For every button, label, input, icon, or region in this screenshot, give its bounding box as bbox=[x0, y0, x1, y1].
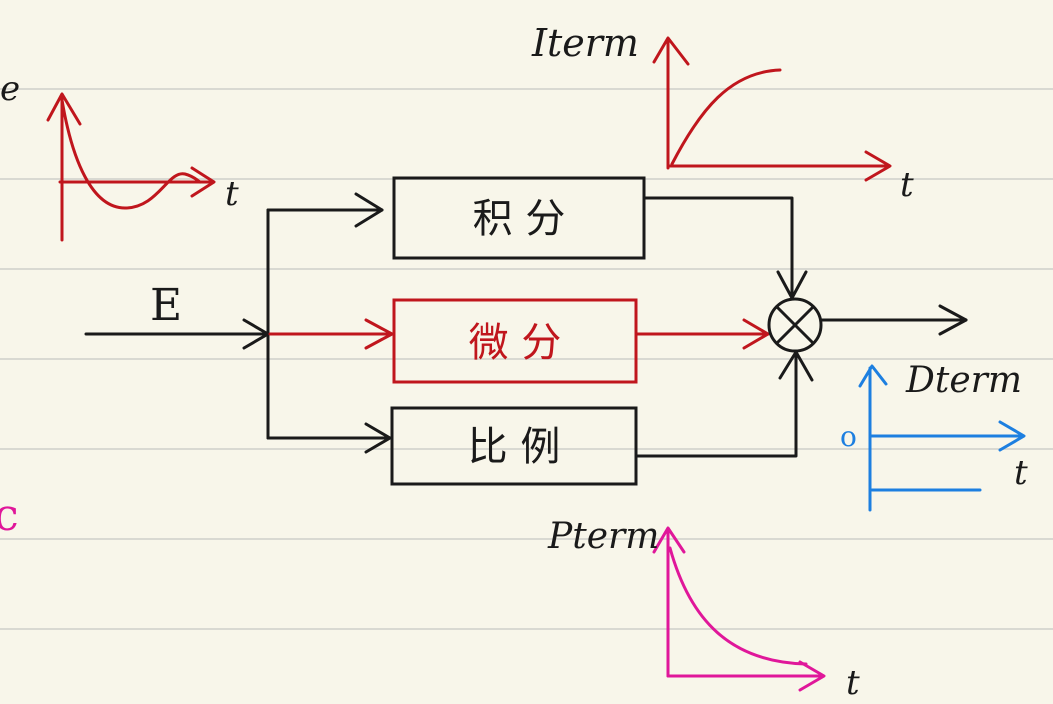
p-term-x-arrowhead bbox=[798, 660, 826, 692]
p-term-x-label: t bbox=[846, 663, 860, 703]
error-y-arrowhead bbox=[46, 92, 82, 126]
i-term-x-arrowhead bbox=[864, 150, 892, 182]
d-term-origin-label: o bbox=[840, 420, 857, 453]
integral-block-label: 积 分 bbox=[473, 196, 566, 242]
derivative-block-label: 微 分 bbox=[469, 320, 562, 366]
error-x-arrowhead bbox=[190, 166, 216, 198]
d-term-y-arrowhead bbox=[858, 364, 888, 388]
p-term-y-arrowhead bbox=[652, 526, 686, 554]
i-term-curve bbox=[670, 68, 782, 166]
input-label: E bbox=[150, 280, 182, 331]
i-term-y-arrowhead bbox=[652, 36, 690, 66]
d-term-x-label: t bbox=[1014, 453, 1028, 493]
to-derivative-arrowhead bbox=[364, 318, 394, 350]
p-term-curve bbox=[668, 546, 808, 666]
i-term-plot bbox=[652, 36, 892, 182]
p-term-plot bbox=[652, 526, 826, 692]
stray-mark: c bbox=[0, 490, 19, 541]
proportional-block bbox=[390, 406, 638, 486]
i-term-x-label: t bbox=[900, 165, 914, 205]
output-arrowhead bbox=[938, 304, 968, 336]
error-x-label: t bbox=[225, 174, 239, 214]
proportional-block-label: 比 例 bbox=[468, 424, 561, 470]
d-term-label: Dterm bbox=[905, 360, 1022, 401]
derivative-output-arrowhead bbox=[742, 318, 770, 350]
to-integral-arrowhead bbox=[354, 192, 384, 228]
d-term-x-arrowhead bbox=[998, 420, 1026, 452]
error-plot bbox=[46, 92, 216, 242]
i-term-label: Iterm bbox=[531, 21, 639, 65]
error-curve bbox=[60, 98, 202, 210]
d-term-plot bbox=[858, 364, 1026, 512]
integral-output-line bbox=[642, 196, 794, 298]
derivative-path bbox=[268, 318, 770, 350]
proportional-output-line bbox=[634, 352, 798, 458]
p-term-label: Pterm bbox=[547, 516, 659, 557]
integral-block bbox=[392, 176, 646, 260]
error-y-label: e bbox=[0, 69, 20, 109]
derivative-block bbox=[392, 298, 638, 384]
to-proportional-arrowhead bbox=[364, 422, 392, 454]
summing-junction bbox=[767, 297, 823, 353]
